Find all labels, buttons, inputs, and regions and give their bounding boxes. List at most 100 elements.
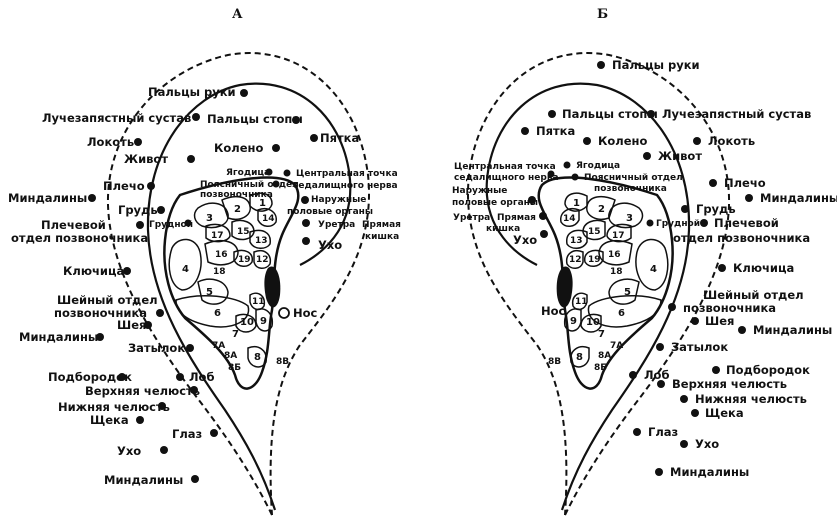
- right-dot-3: [521, 127, 529, 135]
- left-label-20: Уретра: [318, 220, 355, 230]
- left-dot-3: [310, 134, 318, 142]
- left-label-18: Плечевой: [41, 218, 106, 232]
- left-dot-28: [144, 321, 152, 329]
- right-zone-label-2: 2: [598, 204, 605, 215]
- left-zone-label-2: 2: [234, 204, 241, 215]
- right-label-27: Нос: [541, 304, 566, 318]
- left-dot-32: [176, 373, 184, 381]
- left-dot-23: [302, 237, 310, 245]
- right-label-29: Миндалины: [753, 323, 832, 337]
- left-dot-7: [266, 169, 273, 176]
- left-dot-12: [88, 194, 96, 202]
- left-dot-20: [302, 219, 310, 227]
- left-zone-label-7: 7: [232, 329, 239, 340]
- left-label-35: Щека: [90, 413, 129, 427]
- right-label-10: Поясничный отдел: [584, 173, 683, 183]
- right-dot-29: [738, 326, 746, 334]
- left-dot-6: [187, 155, 195, 163]
- right-zone-label-5: 5: [624, 287, 631, 298]
- left-zone-5: [198, 279, 228, 304]
- right-label-17: Прямая: [497, 213, 536, 223]
- left-label-21: Прямая: [362, 220, 401, 230]
- right-zone-label-10: 10: [586, 317, 600, 328]
- left-label-6: Живот: [124, 152, 168, 166]
- right-zone-label-7a: 7А: [610, 341, 623, 351]
- right-label-14: половые органы: [452, 198, 538, 208]
- left-zone-label-14: 14: [262, 214, 275, 224]
- left-zone-label-10: 10: [240, 317, 254, 328]
- right-label-34: Нижняя челюсть: [695, 392, 807, 406]
- left-dot-29: [96, 333, 104, 341]
- left-zone-label-6: 6: [214, 308, 221, 319]
- left-zone-label-8a: 8А: [224, 351, 237, 361]
- right-label-16: Уретра: [453, 213, 490, 223]
- left-dot-30: [186, 344, 194, 352]
- right-label-32: Лоб: [644, 368, 669, 382]
- left-dot-1: [192, 113, 200, 121]
- left-zone-label-5: 5: [206, 287, 213, 298]
- right-label-12: Плечо: [724, 176, 766, 190]
- left-label-1: Лучезапястный сустав: [42, 111, 191, 125]
- right-label-3: Пятка: [536, 124, 575, 138]
- right-label-26: позвоночника: [683, 301, 776, 315]
- left-label-22: кишка: [365, 232, 399, 242]
- right-zone-label-1: 1: [573, 198, 580, 209]
- right-label-28: Шея: [705, 314, 734, 328]
- left-dot-2: [292, 116, 300, 124]
- left-dot-16: [157, 206, 165, 214]
- left-zone-label-7a: 7А: [212, 341, 225, 351]
- left-label-14: Наружные: [311, 195, 366, 205]
- right-label-11: позвоночника: [594, 184, 667, 194]
- left-dot-13: [147, 182, 155, 190]
- right-dot-16: [539, 212, 547, 220]
- left-label-30: Затылок: [128, 341, 185, 355]
- left-label-9: позвоночника: [200, 190, 273, 200]
- right-dot-30: [656, 343, 664, 351]
- right-dot-22: [540, 230, 548, 238]
- right-label-21: Плечевой: [714, 216, 779, 230]
- left-nose-circle: [279, 308, 289, 318]
- right-dot-37: [680, 440, 688, 448]
- right-label-2: Лучезапястный сустав: [662, 107, 811, 121]
- left-zone-label-4: 4: [182, 264, 189, 275]
- left-dot-18: [136, 221, 144, 229]
- right-dot-2: [647, 110, 655, 118]
- left-dot-4: [134, 138, 142, 146]
- right-dot-33: [657, 380, 665, 388]
- right-zone-label-19: 19: [588, 255, 601, 265]
- right-dot-0: [597, 61, 605, 69]
- left-zone-label-11: 11: [252, 297, 265, 307]
- left-zone-label-8v: 8В: [276, 357, 289, 367]
- left-dot-36: [210, 429, 218, 437]
- right-zone-label-18: 18: [610, 267, 623, 277]
- right-label-20: Грудной: [656, 219, 700, 229]
- right-label-36: Глаз: [648, 425, 678, 439]
- left-label-25: Шейный отдел: [57, 293, 158, 307]
- left-label-16: Грудь: [118, 203, 158, 217]
- left-dot-33: [190, 386, 198, 394]
- right-dot-31: [712, 366, 720, 374]
- right-zone-label-12: 12: [569, 255, 582, 265]
- right-label-6: Центральная точка: [454, 162, 556, 172]
- left-label-4: Локоть: [87, 135, 134, 149]
- right-label-0: Пальцы руки: [612, 58, 700, 72]
- right-points: Пальцы руки Пальцы стопы Лучезапястный с…: [452, 58, 837, 479]
- left-label-36: Глаз: [172, 427, 202, 441]
- right-label-7: седалищного нерва: [454, 173, 559, 183]
- left-zone-label-19: 19: [238, 255, 251, 265]
- left-tragus: [264, 267, 280, 308]
- left-zone-label-18: 18: [213, 267, 226, 277]
- left-dot-10: [284, 170, 291, 177]
- right-zone-label-6: 6: [618, 308, 625, 319]
- left-label-37: Ухо: [117, 444, 141, 458]
- right-dot-20: [647, 220, 654, 227]
- left-label-13: Плечо: [103, 179, 145, 193]
- left-dot-17: [185, 220, 192, 227]
- right-dot-12: [709, 179, 717, 187]
- right-label-22: Ухо: [513, 233, 537, 247]
- right-dot-9: [643, 152, 651, 160]
- left-label-8: Поясничный отдел: [200, 180, 299, 190]
- right-helix: [487, 84, 689, 510]
- left-label-19: отдел позвоночника: [11, 231, 148, 245]
- left-label-10: Центральная точка: [296, 169, 398, 179]
